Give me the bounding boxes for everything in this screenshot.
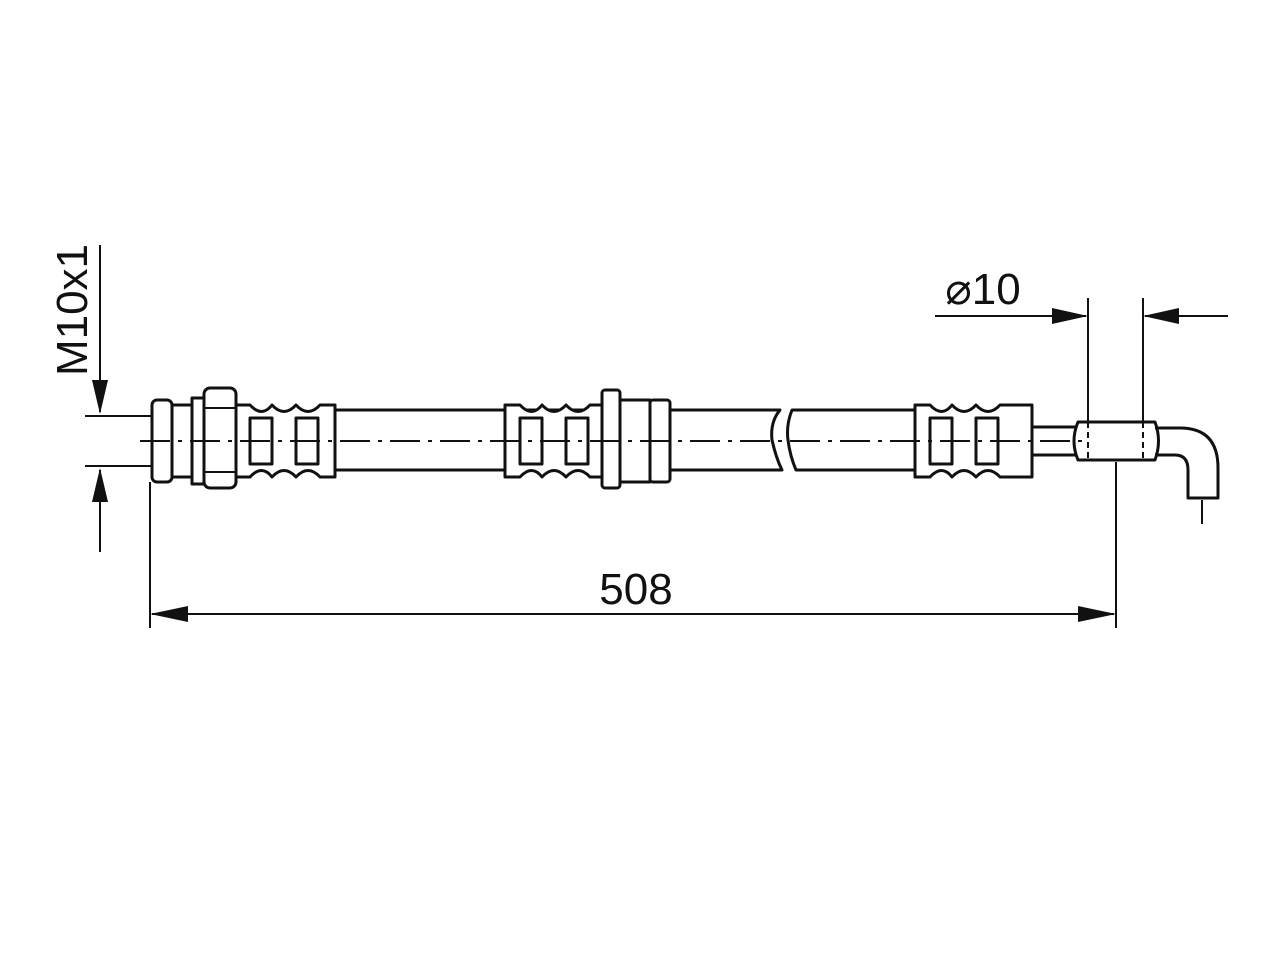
diameter-dimension	[935, 298, 1228, 422]
hose-body	[335, 408, 917, 472]
length-label: 508	[599, 565, 672, 614]
left-end-fitting	[150, 386, 337, 490]
middle-bracket-fitting	[503, 388, 672, 490]
length-dimension	[149, 462, 1117, 628]
thread-label: M10x1	[48, 244, 97, 376]
thread-dimension	[85, 245, 152, 552]
diameter-label: ⌀10	[945, 265, 1020, 314]
right-tube-end	[1030, 420, 1220, 524]
